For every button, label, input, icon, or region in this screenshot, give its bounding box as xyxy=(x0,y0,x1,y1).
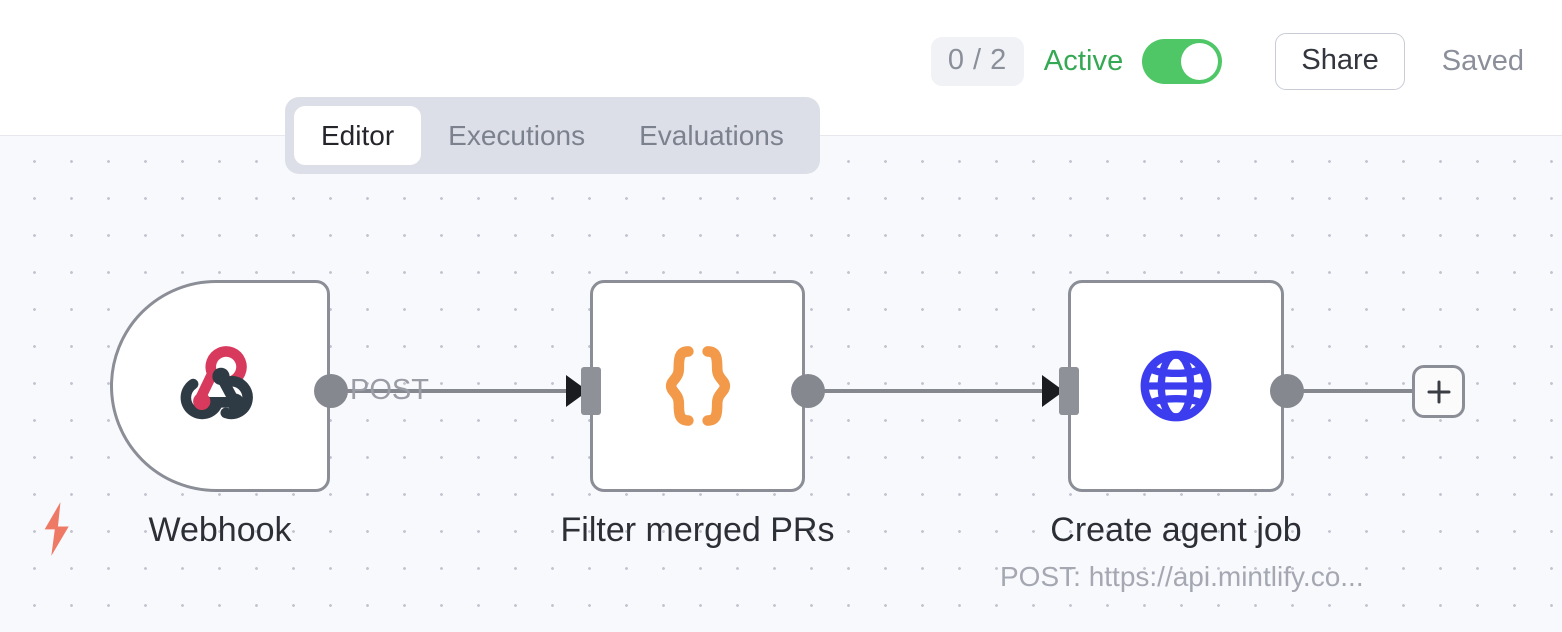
node-sublabel-create-agent-job: POST: https://api.mintlify.co... xyxy=(1000,561,1364,592)
port-out-filter[interactable] xyxy=(791,374,825,408)
execution-count-badge: 0 / 2 xyxy=(930,36,1024,86)
active-toggle[interactable] xyxy=(1142,38,1223,84)
node-filter-merged-prs[interactable] xyxy=(590,280,805,492)
node-label-filter-merged-prs: Filter merged PRs xyxy=(560,511,835,549)
share-button[interactable]: Share xyxy=(1275,32,1405,90)
node-create-agent-job[interactable] xyxy=(1068,280,1284,492)
edge-label-post: POST xyxy=(350,374,429,406)
port-out-create[interactable] xyxy=(1270,374,1304,408)
tab-executions[interactable]: Executions xyxy=(448,120,586,151)
workflow-graph: Webhook POST Filter merged PRs xyxy=(0,136,1562,632)
add-node-button[interactable] xyxy=(1412,365,1465,418)
webhook-icon xyxy=(180,346,253,420)
active-status-label: Active xyxy=(1043,44,1124,77)
port-in-create[interactable] xyxy=(1059,367,1079,415)
tab-editor[interactable]: Editor xyxy=(294,106,422,165)
plus-icon xyxy=(1427,380,1450,403)
node-label-webhook: Webhook xyxy=(148,511,292,549)
header-actions: 0 / 2 Active Share Saved xyxy=(930,30,1524,92)
curly-braces-icon xyxy=(665,346,730,426)
saved-status-label: Saved xyxy=(1441,44,1524,77)
toggle-knob xyxy=(1181,42,1219,80)
edge-arrow-create xyxy=(1042,375,1064,407)
tab-evaluations[interactable]: Evaluations xyxy=(639,120,784,151)
lightning-bolt-icon xyxy=(38,500,76,563)
node-label-create-agent-job: Create agent job xyxy=(1050,511,1302,549)
node-webhook[interactable] xyxy=(110,280,330,492)
globe-icon xyxy=(1140,350,1212,422)
workflow-canvas[interactable]: Webhook POST Filter merged PRs xyxy=(0,136,1562,632)
view-tabbar: Editor Executions Evaluations xyxy=(285,97,820,174)
port-in-filter[interactable] xyxy=(581,367,601,415)
edge-webhook-to-filter xyxy=(344,389,584,393)
edge-filter-to-create xyxy=(820,389,1045,393)
port-out-webhook[interactable] xyxy=(314,374,348,408)
edge-create-to-add xyxy=(1299,389,1415,393)
